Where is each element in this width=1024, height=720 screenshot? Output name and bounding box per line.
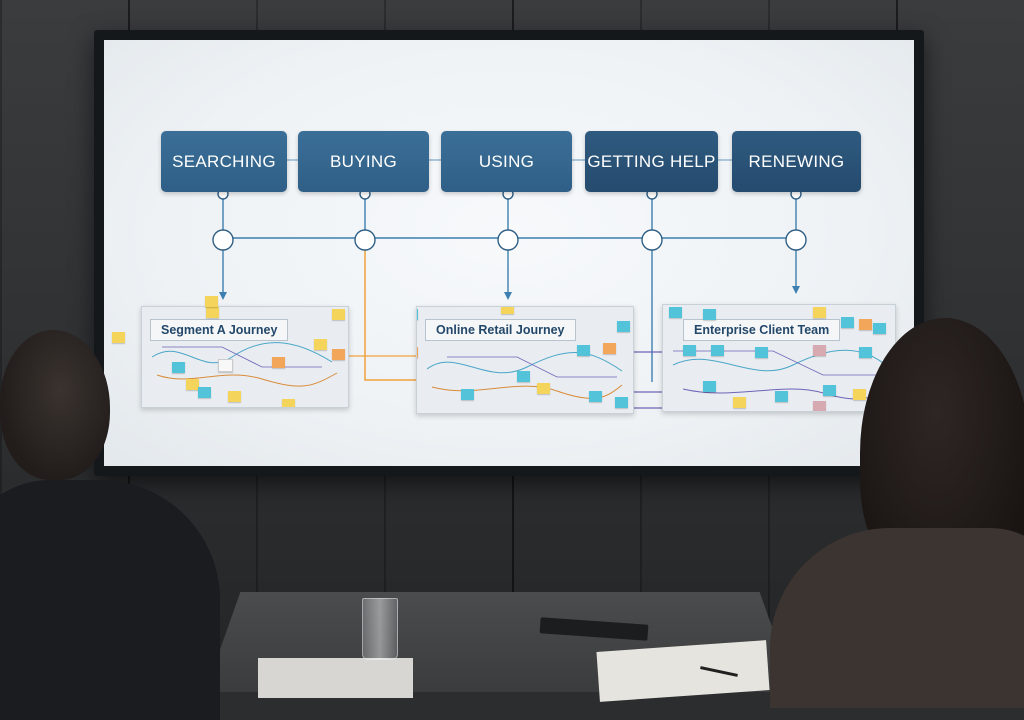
presentation-screen: SEARCHING BUYING USING GETTING HELP RENE… xyxy=(104,40,914,466)
board-flow-lines xyxy=(151,342,338,387)
board-title-online-retail: Online Retail Journey xyxy=(425,319,576,341)
board-title-enterprise: Enterprise Client Team xyxy=(683,319,841,341)
paper-sheets xyxy=(258,658,413,698)
stage-getting-help: GETTING HELP xyxy=(585,131,718,192)
segment-a-journey-board: Segment A Journey xyxy=(141,306,349,408)
viewer-left xyxy=(0,330,220,720)
board-title-segment-a: Segment A Journey xyxy=(150,319,289,341)
enterprise-client-team-board: Enterprise Client Team xyxy=(662,304,896,412)
online-retail-journey-board: Online Retail Journey xyxy=(416,306,634,414)
stage-buying: BUYING xyxy=(298,131,429,192)
stage-renewing: RENEWING xyxy=(732,131,861,192)
stage-searching: SEARCHING xyxy=(161,131,287,192)
viewer-right xyxy=(770,318,1024,708)
document-stack xyxy=(596,640,770,702)
water-glass xyxy=(362,598,398,660)
stage-using: USING xyxy=(441,131,572,192)
